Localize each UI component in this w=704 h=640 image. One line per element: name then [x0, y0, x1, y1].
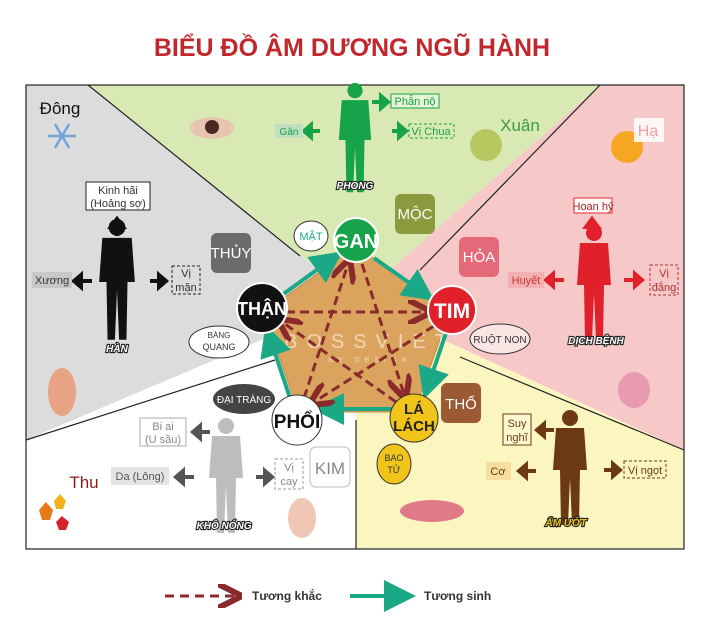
wood-taste: Vị Chua — [411, 126, 451, 138]
large-intestine-oval — [213, 384, 275, 414]
tongue-image — [618, 372, 650, 408]
figure-arrows — [70, 91, 646, 488]
metal-attributes: Bi ai (U sầu) Da (Lông) Vị cay — [111, 417, 304, 490]
earth-emotion-2: nghĩ — [506, 432, 528, 444]
sinh-arrows — [260, 251, 449, 425]
legend: Tương khắc Tương sinh — [165, 580, 491, 612]
earth-attributes: Suy nghĩ Cơ Vị ngọt — [486, 413, 667, 480]
figure-metal-label: KHÔ NÓNG — [197, 519, 252, 532]
figure-fire-label: DỊCH BỆNH — [568, 334, 624, 347]
element-earth: THỔ — [445, 395, 477, 413]
organ-lung-circle — [271, 394, 323, 446]
organ-heart: TIM — [434, 300, 470, 323]
organ-liver-circle — [333, 217, 379, 263]
water-attributes: Kinh hãi (Hoảng sợ) Xương Vị mặn — [32, 181, 201, 295]
element-metal: KIM — [315, 459, 345, 478]
stomach-oval — [376, 443, 412, 485]
flower-icon — [470, 129, 502, 161]
ear-image — [48, 368, 76, 416]
legend-khac-label: Tương khắc — [252, 588, 322, 603]
organ-kidney-circle — [236, 282, 288, 334]
metal-taste-2: cay — [280, 476, 298, 488]
season-autumn: Thu — [69, 473, 98, 492]
region-metal — [26, 300, 356, 549]
stomach-1: BAO — [384, 453, 403, 463]
lips-image — [400, 500, 464, 522]
element-fire: HỎA — [463, 248, 496, 266]
organ-spleen-2: LÁCH — [393, 418, 435, 435]
region-water — [26, 85, 356, 440]
nose-image — [288, 498, 316, 538]
organ-liver: GAN — [334, 231, 378, 253]
element-wood: MỘC — [398, 206, 433, 223]
metal-emotion-1: Bi ai — [152, 421, 173, 433]
gallbladder: MẬT — [299, 230, 323, 243]
organ-spleen-circle — [389, 393, 439, 443]
element-fire-box — [459, 237, 499, 277]
water-tissue: Xương — [35, 275, 69, 287]
wood-tissue: Gân — [280, 127, 299, 138]
fire-tissue: Huyết — [512, 275, 541, 287]
legend-sinh-label: Tương sinh — [424, 589, 491, 603]
earth-tissue: Cơ — [490, 466, 505, 478]
organ-lung: PHỔI — [274, 411, 320, 433]
small-intestine: RUỘT NON — [473, 333, 526, 346]
sinh-arrow-lung-kidney — [260, 324, 292, 399]
season-winter: Đông — [40, 99, 81, 118]
figure-water-label: HÀN — [106, 342, 128, 355]
figure-earth-label: ẨM ƯỚT — [545, 516, 588, 529]
watermark-sub: BY DESIGN — [329, 357, 412, 364]
stomach-2: TỬ — [387, 464, 400, 475]
khac-arrow-lung-liver — [302, 264, 348, 399]
sinh-arrow-heart-spleen — [418, 329, 449, 400]
water-emotion-1: Kinh hãi — [98, 185, 138, 197]
bladder-oval — [188, 325, 250, 359]
small-intestine-oval — [469, 323, 531, 355]
metal-tissue: Da (Lông) — [116, 471, 165, 483]
khac-arrow-spleen-kidney — [282, 322, 397, 404]
metal-emotion-2: (U sầu) — [145, 434, 181, 446]
wood-attributes: Phẫn nộ Gân Vị Chua — [275, 93, 455, 139]
khac-arrow-liver-spleen — [360, 263, 404, 394]
metal-taste-1: Vị — [284, 462, 294, 474]
figure-wood-label: PHONG — [337, 181, 374, 192]
organ-kidney: THẬN — [237, 298, 287, 319]
water-taste-2: mặn — [175, 282, 196, 294]
fire-emotion: Hoan hỷ — [573, 201, 614, 213]
khac-arrows — [282, 263, 435, 404]
element-earth-box — [441, 383, 481, 423]
fire-attributes: Hoan hỷ Huyết Vị đắng — [508, 197, 679, 296]
element-metal-box — [309, 446, 351, 488]
water-emotion-2: (Hoảng sợ) — [90, 198, 146, 210]
large-intestine: ĐẠI TRÀNG — [217, 393, 271, 406]
element-water: THỦY — [211, 244, 252, 262]
season-summer-bg — [634, 118, 664, 142]
sinh-arrow-liver-heart — [372, 256, 435, 301]
bladder-1: BÀNG — [208, 331, 231, 340]
organ-heart-circle — [427, 285, 477, 335]
sinh-arrow-kidney-liver — [280, 251, 343, 297]
wood-emotion: Phẫn nộ — [395, 95, 436, 108]
element-water-box — [211, 233, 251, 273]
page-title: BIỂU ĐỒ ÂM DƯƠNG NGŨ HÀNH — [154, 32, 550, 62]
season-spring: Xuân — [500, 116, 540, 135]
khac-arrow-heart-lung — [314, 324, 435, 402]
gallbladder-oval — [293, 220, 329, 252]
eye-iris — [205, 120, 219, 134]
region-fire — [356, 85, 684, 450]
earth-taste: Vị ngọt — [628, 465, 662, 477]
element-wood-box — [395, 194, 435, 234]
fire-taste-1: Vị — [659, 268, 669, 280]
season-summer: Hạ — [638, 123, 659, 140]
water-taste-1: Vị — [181, 268, 191, 280]
earth-emotion-1: Suy — [508, 418, 527, 430]
fire-taste-2: đắng — [652, 281, 676, 294]
bladder-2: QUANG — [202, 342, 235, 352]
organ-spleen-1: LÁ — [404, 401, 424, 418]
